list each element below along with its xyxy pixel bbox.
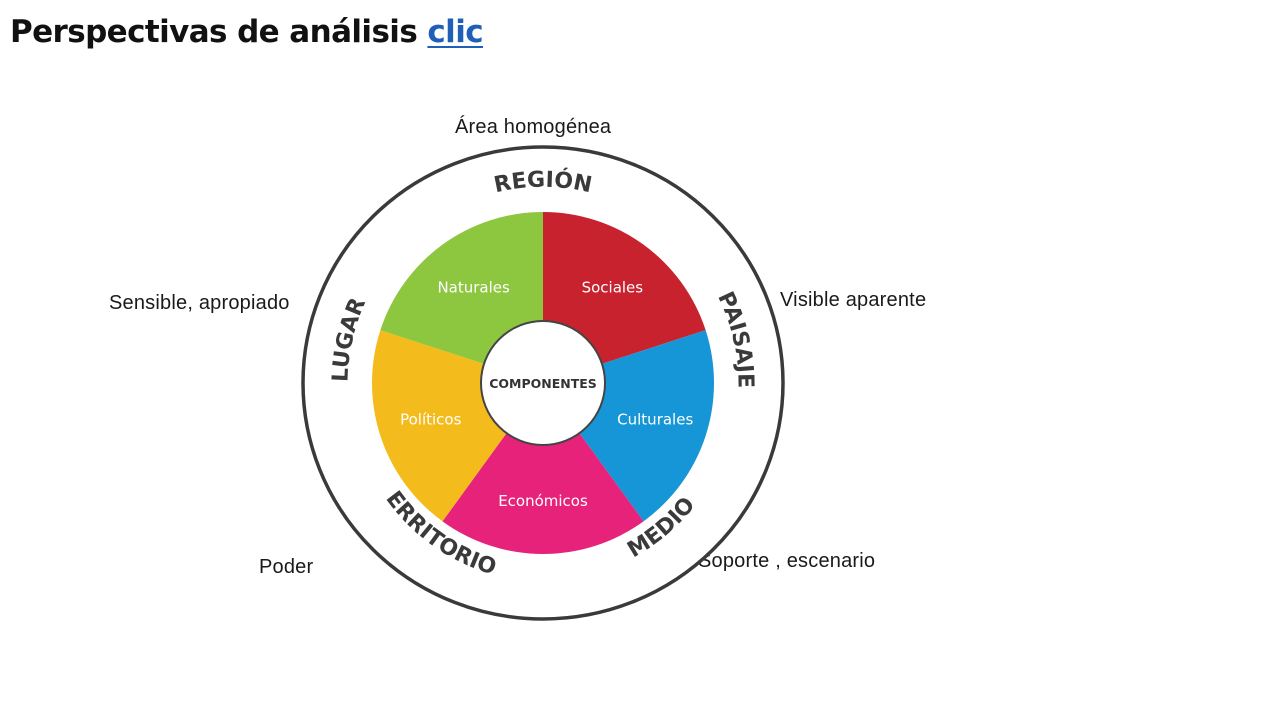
center-label: COMPONENTES <box>489 376 597 391</box>
title-text: Perspectivas de análisis <box>10 14 418 50</box>
annotation-sensible-apropiado: Sensible, apropiado <box>109 292 290 314</box>
annotation-area-homogenea: Área homogénea <box>455 116 612 138</box>
segment-economicos <box>442 433 644 554</box>
segment-label-culturales: Culturales <box>617 410 693 428</box>
segment-culturales <box>579 330 714 522</box>
segment-label-sociales: Sociales <box>582 279 644 297</box>
segment-politicos <box>372 330 507 522</box>
segment-naturales <box>380 212 543 364</box>
segment-label-economicos: Económicos <box>498 492 588 510</box>
annotation-visible-aparente: Visible aparente <box>780 289 927 311</box>
page-title: Perspectivas de análisis clic <box>10 14 484 50</box>
segment-label-naturales: Naturales <box>437 279 510 297</box>
annotation-poder: Poder <box>259 556 314 578</box>
center-circle <box>480 320 606 446</box>
segment-sociales <box>543 212 706 364</box>
annotation-soporte-escenario: Soporte , escenario <box>698 550 876 572</box>
clic-link[interactable]: clic <box>427 14 484 50</box>
segment-label-politicos: Políticos <box>400 410 461 428</box>
